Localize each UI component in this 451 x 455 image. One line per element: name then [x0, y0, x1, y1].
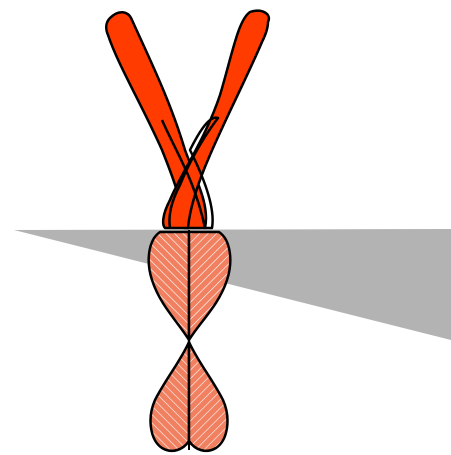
hatched-lobe-upper-right [189, 232, 230, 340]
hatched-lobe-upper-left [149, 232, 189, 340]
hatched-lobe-lower-left [151, 342, 189, 451]
hatched-lobe-lower-right [189, 342, 227, 451]
grey-plane [14, 229, 451, 340]
